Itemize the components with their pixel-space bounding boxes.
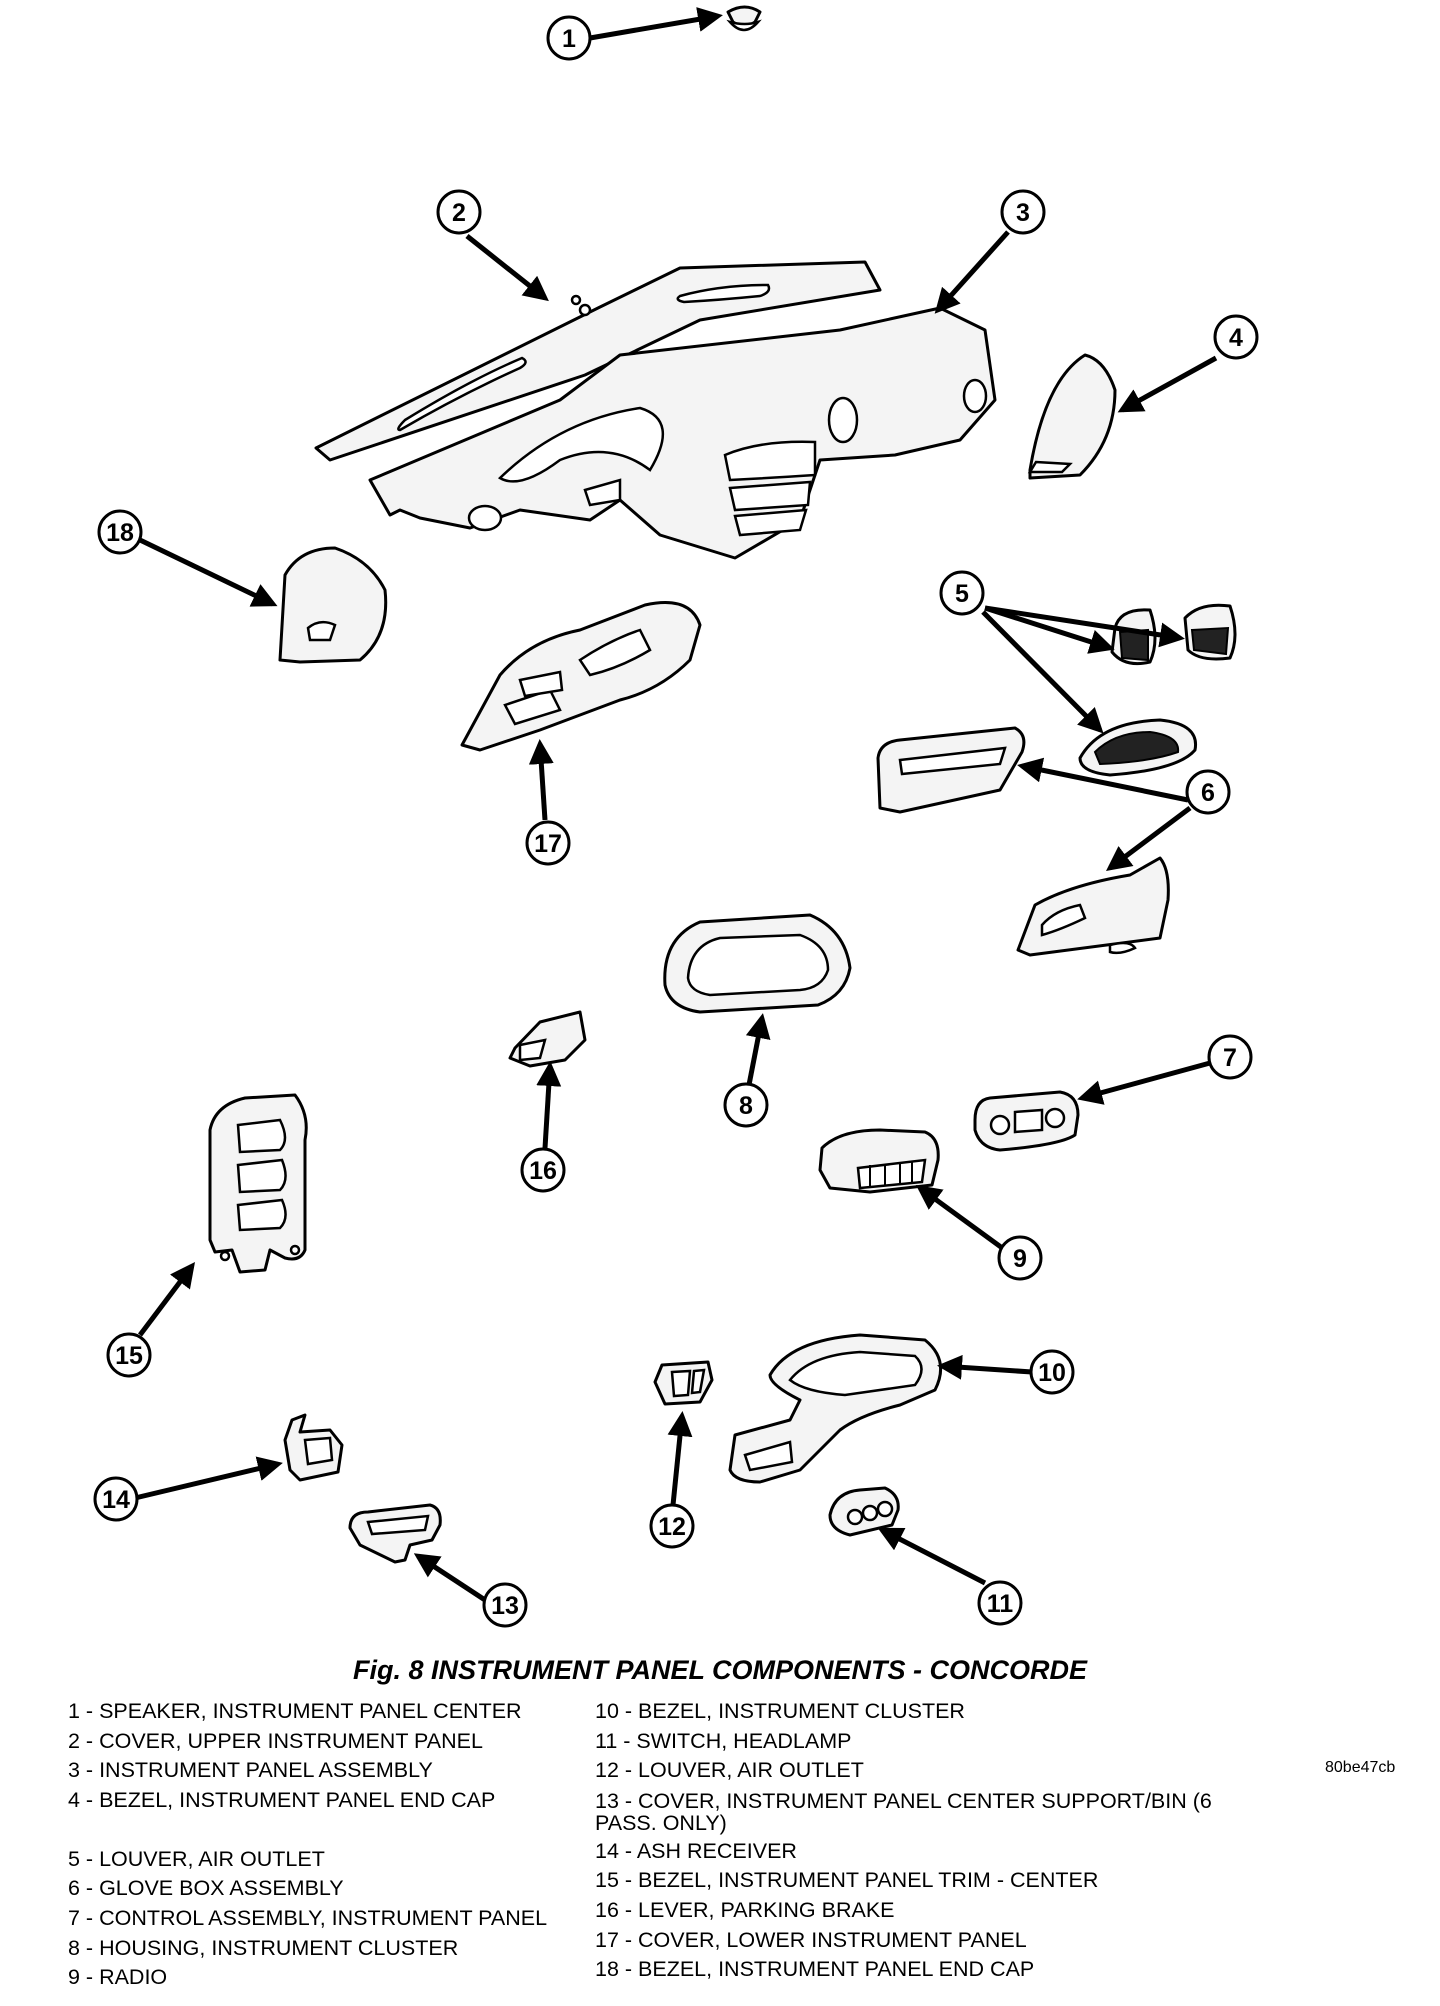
callout-17: 17 xyxy=(525,820,571,866)
callout-18: 18 xyxy=(97,509,143,555)
legend-item: 10 - BEZEL, INSTRUMENT CLUSTER xyxy=(595,1699,965,1723)
legend-item: 15 - BEZEL, INSTRUMENT PANEL TRIM - CENT… xyxy=(595,1868,1099,1893)
callout-13: 13 xyxy=(482,1582,528,1628)
part-control-assembly xyxy=(973,1060,1211,1152)
legend-item: 16 - LEVER, PARKING BRAKE xyxy=(595,1897,895,1922)
figure-caption: Fig. 8 INSTRUMENT PANEL COMPONENTS - CON… xyxy=(352,1655,1088,1685)
legend-item: 12 - LOUVER, AIR OUTLET xyxy=(595,1758,864,1783)
part-end-cap-left xyxy=(138,537,388,664)
part-speaker xyxy=(589,5,762,41)
legend-item: 4 - BEZEL, INSTRUMENT PANEL END CAP xyxy=(68,1787,496,1812)
svg-text:7: 7 xyxy=(1223,1044,1237,1072)
legend-item: 18 - BEZEL, INSTRUMENT PANEL END CAP xyxy=(595,1957,1035,1982)
part-air-outlet-louver xyxy=(653,1360,714,1506)
part-ash-receiver xyxy=(134,1413,344,1501)
legend-item: 3 - INSTRUMENT PANEL ASSEMBLY xyxy=(68,1758,433,1783)
svg-text:15: 15 xyxy=(115,1342,143,1370)
callout-2: 2 xyxy=(436,189,482,235)
callout-10: 10 xyxy=(1029,1349,1075,1395)
callout-11: 11 xyxy=(977,1580,1023,1626)
callout-4: 4 xyxy=(1213,314,1259,360)
part-headlamp-switch xyxy=(828,1486,987,1586)
legend-left-column: 1 - SPEAKER, INSTRUMENT PANEL CENTER 2 -… xyxy=(68,1697,588,1993)
legend-item: 17 - COVER, LOWER INSTRUMENT PANEL xyxy=(595,1927,1027,1952)
svg-text:18: 18 xyxy=(106,519,134,547)
svg-text:11: 11 xyxy=(987,1590,1014,1618)
callout-9: 9 xyxy=(997,1235,1043,1281)
svg-text:12: 12 xyxy=(658,1513,686,1541)
callout-6: 6 xyxy=(1185,769,1231,815)
svg-text:14: 14 xyxy=(102,1486,130,1514)
part-glove-box xyxy=(876,726,1192,957)
part-lower-cover xyxy=(460,601,702,821)
legend-item: 14 - ASH RECEIVER xyxy=(595,1838,797,1863)
legend-item: 9 - RADIO xyxy=(68,1965,168,1990)
part-cluster-bezel xyxy=(728,1333,1033,1484)
legend-item: 2 - COVER, UPPER INSTRUMENT PANEL xyxy=(68,1728,483,1753)
callout-5: 5 xyxy=(939,570,985,616)
callout-16: 16 xyxy=(520,1147,566,1193)
svg-text:9: 9 xyxy=(1013,1245,1027,1273)
part-parking-brake-lever xyxy=(508,1010,587,1149)
svg-text:16: 16 xyxy=(529,1157,557,1185)
callout-15: 15 xyxy=(106,1332,152,1378)
callout-3: 3 xyxy=(1000,189,1046,235)
part-louvers xyxy=(981,603,1237,777)
svg-text:8: 8 xyxy=(739,1092,753,1120)
callout-14: 14 xyxy=(93,1476,139,1522)
figure-id: 80be47cb xyxy=(1325,1759,1396,1776)
svg-text:6: 6 xyxy=(1201,779,1215,807)
svg-text:5: 5 xyxy=(955,580,969,608)
legend-item: 5 - LOUVER, AIR OUTLET xyxy=(68,1846,325,1871)
legend-item: 6 - GLOVE BOX ASSEMBLY xyxy=(68,1876,344,1901)
callout-8: 8 xyxy=(723,1082,769,1128)
svg-text:10: 10 xyxy=(1038,1359,1066,1387)
legend-item: 13 - COVER, INSTRUMENT PANEL CENTER SUPP… xyxy=(595,1788,1212,1835)
svg-text:13: 13 xyxy=(491,1592,519,1620)
callout-12: 12 xyxy=(649,1503,695,1549)
legend-item: 8 - HOUSING, INSTRUMENT CLUSTER xyxy=(68,1935,459,1960)
legend-item: 7 - CONTROL ASSEMBLY, INSTRUMENT PANEL xyxy=(68,1905,548,1930)
part-support-bin-cover xyxy=(348,1503,487,1603)
legend-right-column: 10 - BEZEL, INSTRUMENT CLUSTER 11 - SWIT… xyxy=(595,1697,1295,1985)
callout-1: 1 xyxy=(546,15,592,61)
part-end-cap-right xyxy=(1027,353,1218,480)
legend-item: 11 - SWITCH, HEADLAMP xyxy=(595,1728,852,1753)
legend-item: 1 - SPEAKER, INSTRUMENT PANEL CENTER xyxy=(68,1699,522,1723)
svg-text:3: 3 xyxy=(1016,199,1030,227)
exploded-parts-diagram: 1 2 3 4 5 6 7 8 9 10 11 12 13 14 15 16 1… xyxy=(93,5,1259,1628)
part-trim-bezel xyxy=(138,1093,308,1337)
svg-text:2: 2 xyxy=(452,199,466,227)
callout-7: 7 xyxy=(1207,1034,1253,1080)
part-panel-assembly xyxy=(368,230,1010,560)
part-cluster-housing xyxy=(663,913,852,1091)
part-radio xyxy=(818,1128,1007,1253)
svg-text:1: 1 xyxy=(562,25,576,53)
part-upper-cover xyxy=(314,234,882,462)
svg-text:17: 17 xyxy=(534,830,562,858)
svg-text:4: 4 xyxy=(1229,324,1243,352)
